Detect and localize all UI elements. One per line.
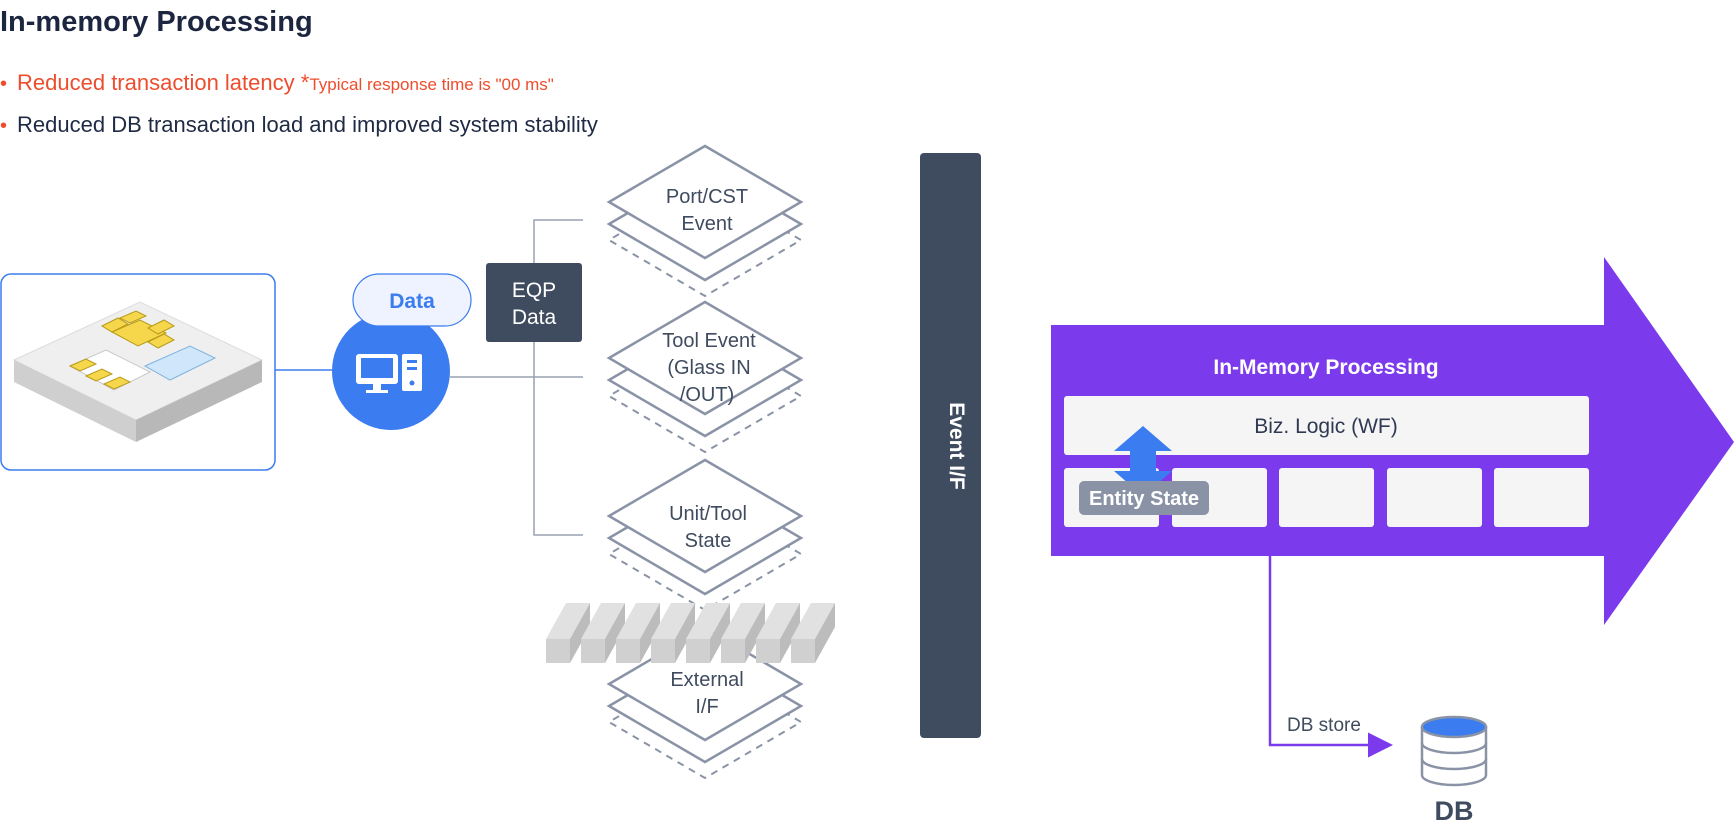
external-line1: External [670,669,743,691]
tool-event-line1: Tool Event [662,330,756,352]
db-label: DB [1435,796,1474,826]
processing-title: In-Memory Processing [1213,356,1438,379]
eqp-label-line1: EQP [512,279,556,302]
biz-logic-label: Biz. Logic (WF) [1254,415,1398,438]
port-cst-line1: Port/CST [666,186,748,208]
db-store-arrow [1268,556,1393,758]
stability-bullet: • Reduced DB transaction load and improve… [0,112,598,138]
database-icon [1420,715,1488,787]
event-if-bar: Event I/F [920,153,981,738]
external-line2: I/F [695,696,718,718]
latency-bullet: • Reduced transaction latency *Typical re… [0,70,554,96]
entity-state-label: Entity State [1089,488,1199,510]
unit-tool-line1: Unit/Tool [669,503,747,525]
biz-logic-box [1064,396,1589,455]
tool-event-line2: (Glass IN [667,357,750,379]
bullet-dot: • [0,73,8,95]
stability-text: Reduced DB transaction load and improved… [17,112,598,137]
entity-slot [1387,468,1482,527]
conveyor-rails [546,603,835,663]
eqp-label-line2: Data [512,306,557,329]
bidirectional-arrow-icon [1114,426,1172,496]
computer-icon [356,354,422,393]
port-cst-line2: Event [681,213,733,235]
data-pill: Data [352,273,472,327]
event-stack-unit-tool: Unit/Tool State [606,458,804,612]
entity-slot [1494,468,1589,527]
bullet-dot: • [0,115,8,137]
eqp-data-box: EQP Data [486,263,582,342]
db-store-label: DB store [1287,715,1361,736]
in-memory-processing-arrow: In-Memory Processing Biz. Logic (WF) Ent… [1051,257,1734,625]
event-stack-port-cst: Port/CST Event [606,144,804,298]
entity-slot [1279,468,1374,527]
tool-event-line3: /OUT) [680,384,734,406]
data-pill-label: Data [389,290,435,313]
latency-asterisk: * [300,70,310,95]
page-title: In-memory Processing [0,6,313,38]
latency-note: Typical response time is "00 ms" [309,75,554,94]
entity-state-badge [1079,481,1209,515]
equipment-illustration [12,301,264,442]
latency-text: Reduced transaction latency [17,70,295,95]
unit-tool-line2: State [685,530,732,552]
equipment-pc-node[interactable] [332,312,450,430]
event-stack-tool-event: Tool Event (Glass IN /OUT) [606,300,804,454]
event-if-label: Event I/F [945,402,968,490]
equipment-panel [0,273,276,471]
